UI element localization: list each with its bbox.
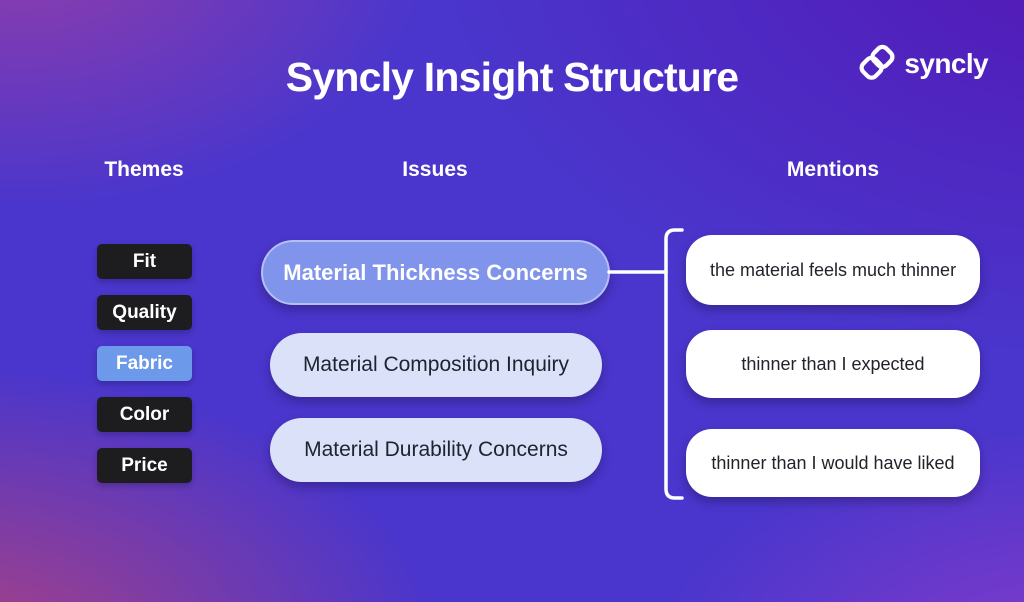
theme-chip-fit[interactable]: Fit — [97, 244, 192, 279]
mention-card[interactable]: thinner than I expected — [686, 330, 980, 398]
issue-pill-material-durability[interactable]: Material Durability Concerns — [270, 418, 602, 482]
chain-link-icon — [857, 44, 897, 84]
syncly-logo: syncly — [857, 44, 989, 84]
issue-pill-material-thickness[interactable]: Material Thickness Concerns — [261, 240, 610, 305]
mention-card[interactable]: thinner than I would have liked — [686, 429, 980, 497]
syncly-logo-text: syncly — [904, 48, 988, 79]
themes-list: Fit Quality Fabric Color Price — [97, 244, 192, 499]
column-header-mentions: Mentions — [786, 158, 880, 181]
theme-chip-color[interactable]: Color — [97, 397, 192, 432]
column-header-issues: Issues — [402, 158, 468, 181]
column-header-themes: Themes — [104, 158, 184, 181]
theme-chip-quality[interactable]: Quality — [97, 295, 192, 330]
mention-card[interactable]: the material feels much thinner — [686, 235, 980, 305]
page-title: Syncly Insight Structure — [285, 54, 739, 100]
theme-chip-price[interactable]: Price — [97, 448, 192, 483]
theme-chip-fabric[interactable]: Fabric — [97, 346, 192, 381]
issue-pill-material-composition[interactable]: Material Composition Inquiry — [270, 333, 602, 397]
